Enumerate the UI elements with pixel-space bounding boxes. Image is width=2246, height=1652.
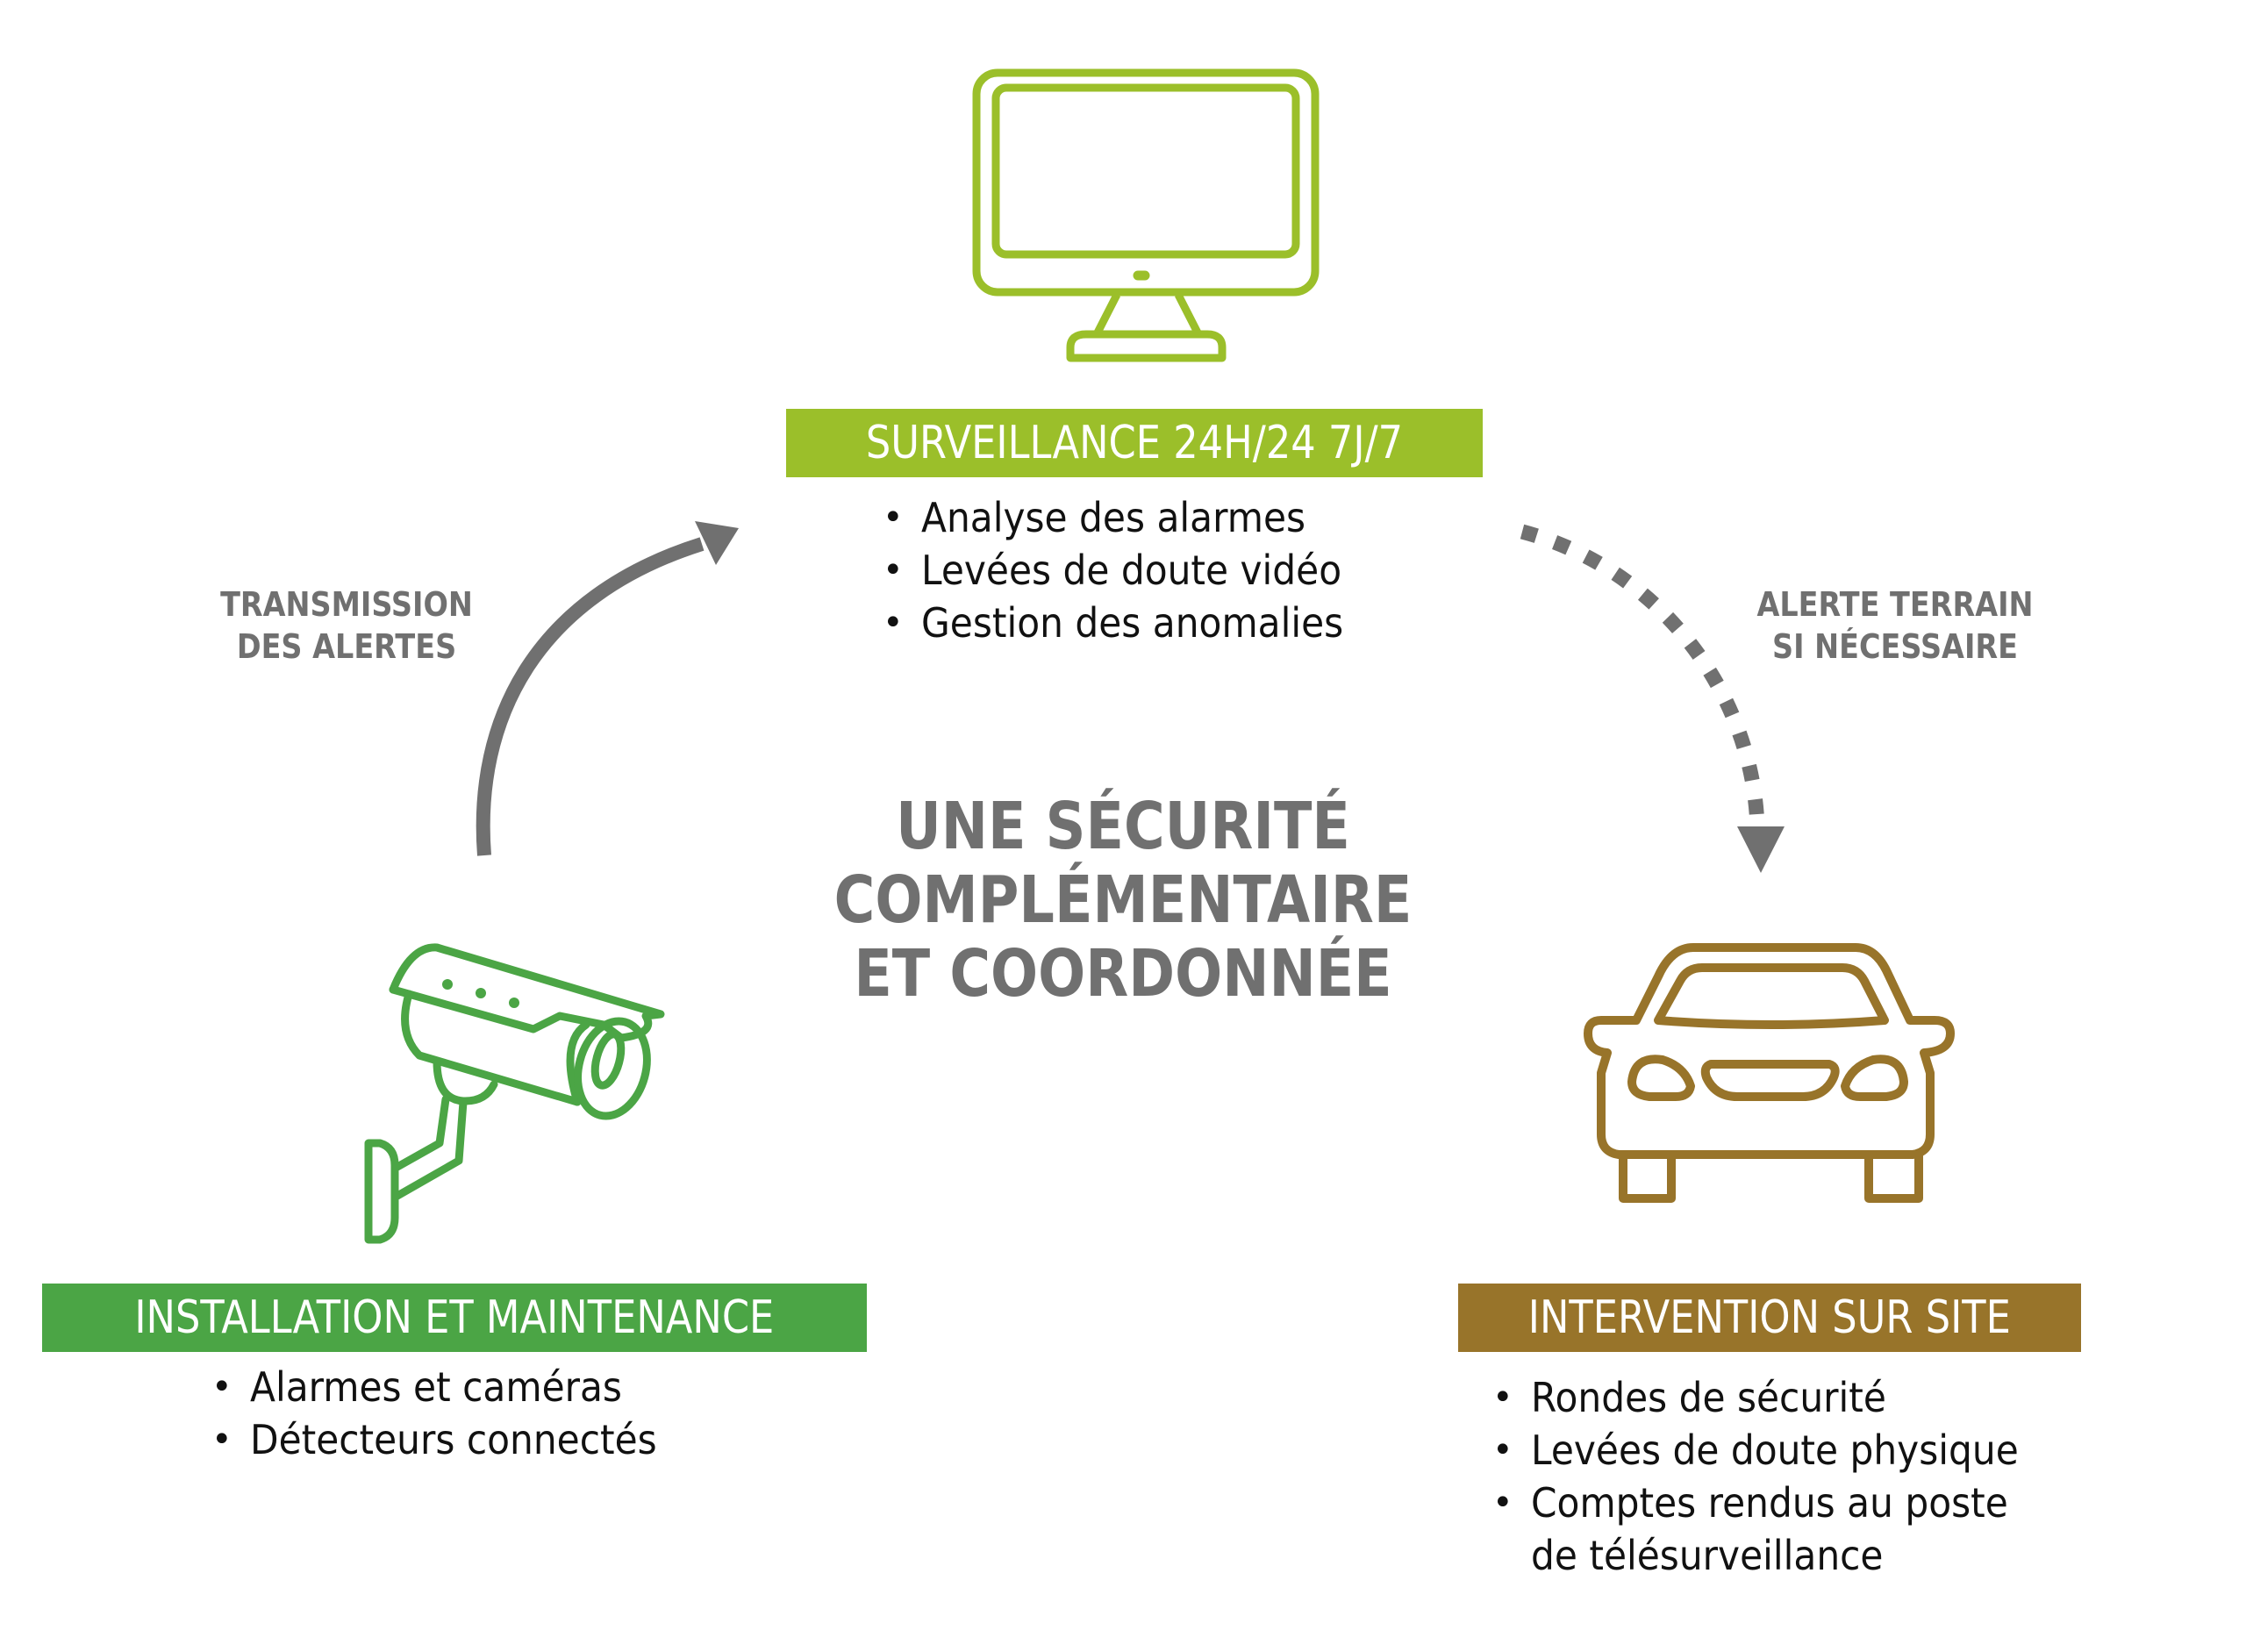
list-item-continuation: de télésurveillance: [1531, 1532, 1884, 1579]
alerte-arrow-shaft: [1520, 524, 1765, 830]
surveillance-title: SURVEILLANCE 24H/24 7J/7: [865, 417, 1404, 469]
monitor-icon: [972, 68, 1320, 362]
list-item: Rondes de sécurité: [1487, 1371, 2061, 1424]
intervention-banner: INTERVENTION SUR SITE: [1458, 1284, 2081, 1352]
intervention-list: Rondes de sécurité Levées de doute physi…: [1487, 1371, 2061, 1582]
transmission-arrow-head: [695, 521, 739, 565]
list-item: Alarmes et caméras: [206, 1361, 692, 1413]
installation-banner: INSTALLATION ET MAINTENANCE: [42, 1284, 867, 1352]
transmission-arrow-shaft: [476, 537, 705, 856]
car-icon: [1584, 943, 1955, 1203]
center-title: UNE SÉCURITÉ COMPLÉMENTAIRE ET COORDONNÉ…: [833, 789, 1413, 1012]
list-item: Levées de doute vidéo: [877, 544, 1380, 597]
list-item: Analyse des alarmes: [877, 491, 1380, 544]
list-item: Comptes rendus au poste: [1487, 1477, 2061, 1529]
surveillance-banner: SURVEILLANCE 24H/24 7J/7: [786, 409, 1483, 477]
security-camera-icon: [364, 943, 665, 1244]
list-item: Détecteurs connectés: [206, 1413, 692, 1466]
installation-list: Alarmes et caméras Détecteurs connectés: [206, 1361, 692, 1466]
intervention-title: INTERVENTION SUR SITE: [1527, 1291, 2012, 1344]
alerte-label: ALERTE TERRAIN SI NÉCESSAIRE: [1756, 585, 2034, 666]
installation-title: INSTALLATION ET MAINTENANCE: [134, 1291, 775, 1344]
list-item: Gestion des anomalies: [877, 597, 1380, 649]
list-item: Levées de doute physique: [1487, 1424, 2061, 1477]
transmission-label: TRANSMISSION DES ALERTES: [220, 585, 473, 666]
alerte-arrow-head: [1737, 826, 1785, 873]
surveillance-list: Analyse des alarmes Levées de doute vidé…: [877, 491, 1380, 649]
